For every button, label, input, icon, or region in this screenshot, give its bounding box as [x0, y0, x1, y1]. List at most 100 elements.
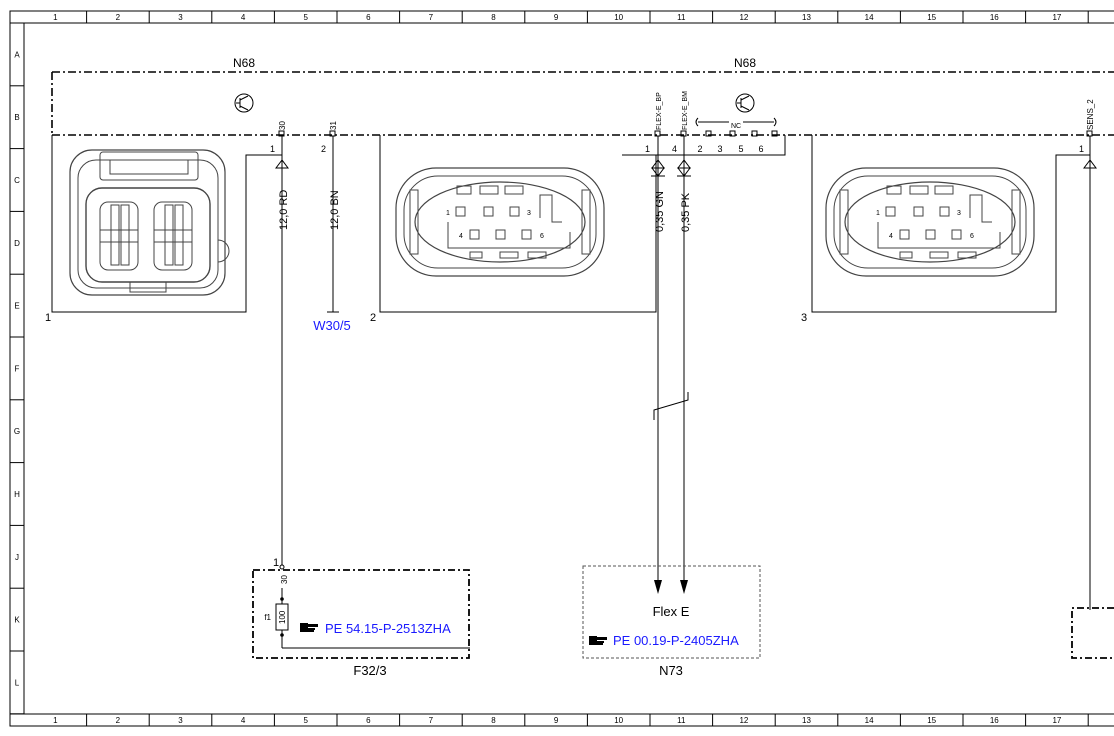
grid-column-label: 11 — [677, 13, 686, 22]
transistor-icon — [735, 93, 755, 113]
grid-column-label: 3 — [178, 13, 183, 22]
wire-label-gn: 0,35 GN — [654, 191, 666, 232]
pin-1-label: 1 — [270, 144, 275, 154]
grid-column-label: 17 — [1052, 716, 1061, 725]
frame — [9, 10, 1114, 727]
grid-column-label: 11 — [677, 716, 686, 725]
wires — [275, 136, 1097, 610]
grid-column-label: 8 — [491, 716, 496, 725]
connector-3-pin-4: 4 — [889, 233, 893, 240]
connector-3-pin-1: 1 — [876, 210, 880, 217]
grid-row-label: L — [15, 678, 20, 687]
flex-e-title: Flex E — [653, 604, 690, 619]
grid-column-label: 5 — [303, 716, 308, 725]
pin-2-label: 2 — [321, 144, 326, 154]
grid-column-label: 7 — [429, 716, 434, 725]
grid-column-label: 7 — [429, 13, 434, 22]
grid-column-label: 17 — [1052, 13, 1061, 22]
flex-e-box-name: N73 — [659, 663, 683, 678]
grid-row-label: E — [14, 302, 19, 311]
grid-column-label: 6 — [366, 13, 371, 22]
nc-bracket — [695, 117, 777, 127]
pin-31-label: 31 — [329, 121, 338, 130]
connector-2-pin-1: 1 — [446, 210, 450, 217]
grid-row-label: G — [14, 427, 20, 436]
grid-column-label: 13 — [802, 716, 811, 725]
module-name-left: N68 — [233, 56, 255, 70]
grid-column-label: 6 — [366, 716, 371, 725]
grid-column-label: 3 — [178, 716, 183, 725]
grid-column-label: 16 — [990, 13, 999, 22]
grid-row-label: A — [14, 50, 20, 59]
connector-2-pin-6: 6 — [540, 233, 544, 240]
grid-row-label: H — [14, 490, 20, 499]
pin-5b-label: 5 — [738, 144, 743, 154]
grid-column-label: 15 — [927, 716, 936, 725]
connector-2-pin-4: 4 — [459, 233, 463, 240]
pin-2b-label: 2 — [697, 144, 702, 154]
fuse-id: f1 — [264, 613, 271, 622]
sens-2-label: SENS_2 — [1086, 99, 1095, 130]
connector-1 — [51, 135, 282, 313]
grid-column-label: 14 — [865, 716, 874, 725]
flex-e-bm-label: FLEX-E_BM — [682, 91, 689, 130]
grid-column-label: 5 — [303, 13, 308, 22]
wire-label-rd: 12,0 RD — [278, 190, 290, 230]
connector-2 — [379, 135, 786, 313]
grid-column-label: 10 — [614, 716, 623, 725]
connector-1-label: 1 — [45, 312, 51, 324]
grid-row-label: C — [14, 176, 20, 185]
connector-3-label: 3 — [801, 312, 807, 324]
connector-2-pin-3: 3 — [527, 210, 531, 217]
wire-label-pk: 0,35 PK — [680, 192, 692, 232]
flex-e-box — [582, 565, 761, 659]
flex-e-bp-label: FLEX-E_BP — [656, 92, 663, 130]
grid-column-label: 12 — [739, 13, 748, 22]
grid-row-label: B — [14, 113, 19, 122]
pointing-hand-icon — [300, 623, 318, 632]
fuse-pin-label: 30 — [280, 575, 289, 584]
connector-3-pin-3: 3 — [957, 210, 961, 217]
grid-column-label: 13 — [802, 13, 811, 22]
pin-30-label: 30 — [278, 121, 287, 130]
fuse-value: 100 — [278, 610, 287, 624]
pin-1c-label: 1 — [1079, 144, 1084, 154]
fuse-box — [252, 564, 470, 659]
grid-column-label: 8 — [491, 13, 496, 22]
pin-3b-label: 3 — [717, 144, 722, 154]
pin-6b-label: 6 — [758, 144, 763, 154]
grid-column-label: 2 — [116, 13, 121, 22]
ground-point-label[interactable]: W30/5 — [313, 318, 351, 333]
pin-4b-label: 4 — [672, 144, 677, 154]
module-name-right: N68 — [734, 56, 756, 70]
grid-column-label: 12 — [739, 716, 748, 725]
grid-column-label: 1 — [53, 716, 58, 725]
grid-column-label: 14 — [865, 13, 874, 22]
grid-column-label: 15 — [927, 13, 936, 22]
partial-box-right — [1071, 607, 1114, 659]
grid-row-label: K — [14, 616, 20, 625]
fuse-box-name: F32/3 — [353, 663, 386, 678]
fuse-box-reference-link[interactable]: PE 54.15-P-2513ZHA — [325, 621, 451, 636]
nc-label: NC — [731, 123, 741, 130]
pointing-hand-icon — [589, 636, 607, 645]
connector-3-pin-6: 6 — [970, 233, 974, 240]
grid-column-label: 1 — [53, 13, 58, 22]
grid-column-label: 9 — [554, 13, 559, 22]
grid-column-label: 4 — [241, 716, 246, 725]
module-n68-boundary — [51, 71, 1114, 136]
grid-column-label: 4 — [241, 13, 246, 22]
grid-row-label: J — [15, 553, 19, 562]
grid-column-label: 16 — [990, 716, 999, 725]
connector-3 — [811, 135, 1090, 313]
fuse-pin-number: 1 — [273, 557, 279, 569]
grid-row-label: F — [15, 364, 20, 373]
flex-e-reference-link[interactable]: PE 00.19-P-2405ZHA — [613, 633, 739, 648]
grid-column-label: 9 — [554, 716, 559, 725]
pin-1b-label: 1 — [645, 144, 650, 154]
wire-label-bn: 12,0 BN — [329, 190, 341, 230]
